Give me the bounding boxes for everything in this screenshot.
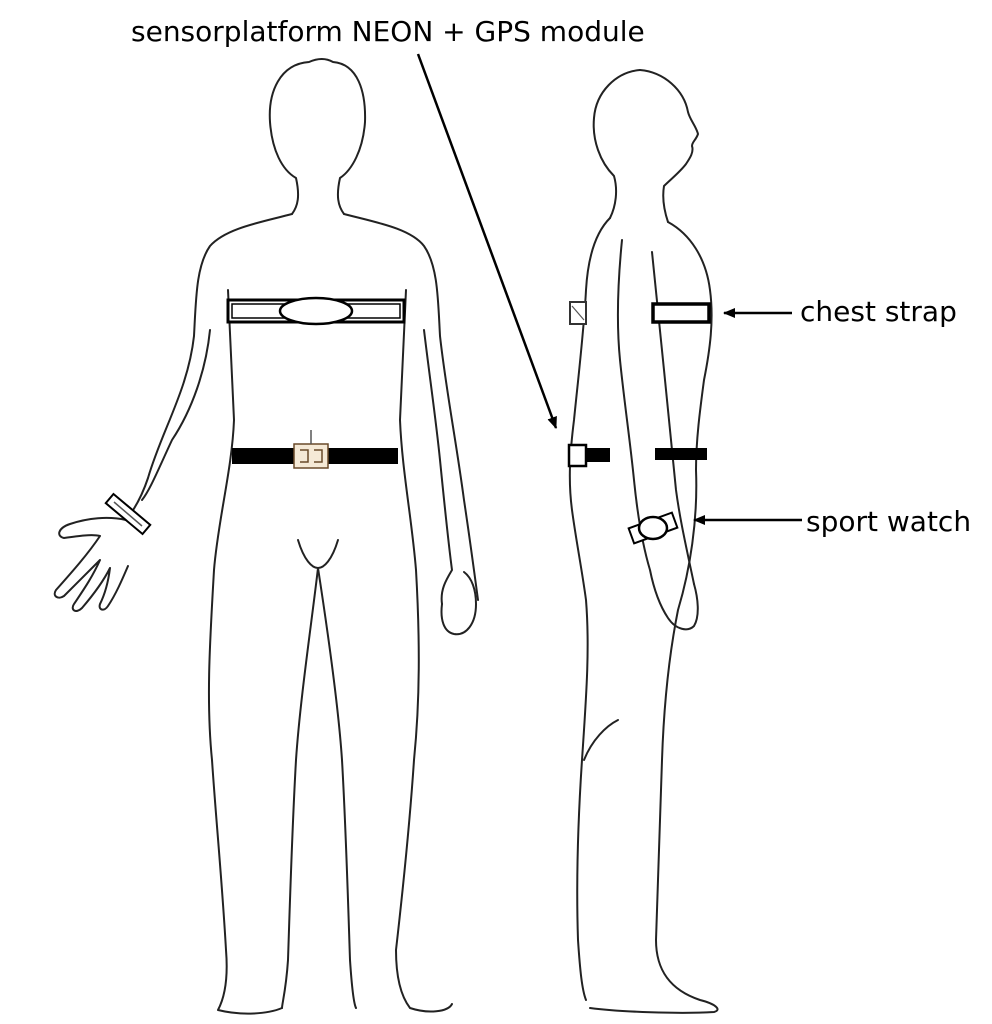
- sensorplatform-label: sensorplatform NEON + GPS module: [131, 18, 645, 46]
- side-chest-strap: [570, 302, 709, 324]
- front-wrist-watch: [106, 494, 150, 534]
- chest-strap-label: chest strap: [800, 298, 957, 326]
- arrow-sensorplatform: [418, 54, 556, 428]
- front-chest-strap: [228, 298, 404, 324]
- side-waist-belt: [569, 445, 707, 466]
- side-sport-watch: [629, 513, 678, 544]
- sport-watch-label: sport watch: [806, 508, 971, 536]
- front-waist-belt: [232, 430, 398, 468]
- front-body-outline: [55, 59, 478, 1014]
- side-body-outline: [570, 70, 718, 1013]
